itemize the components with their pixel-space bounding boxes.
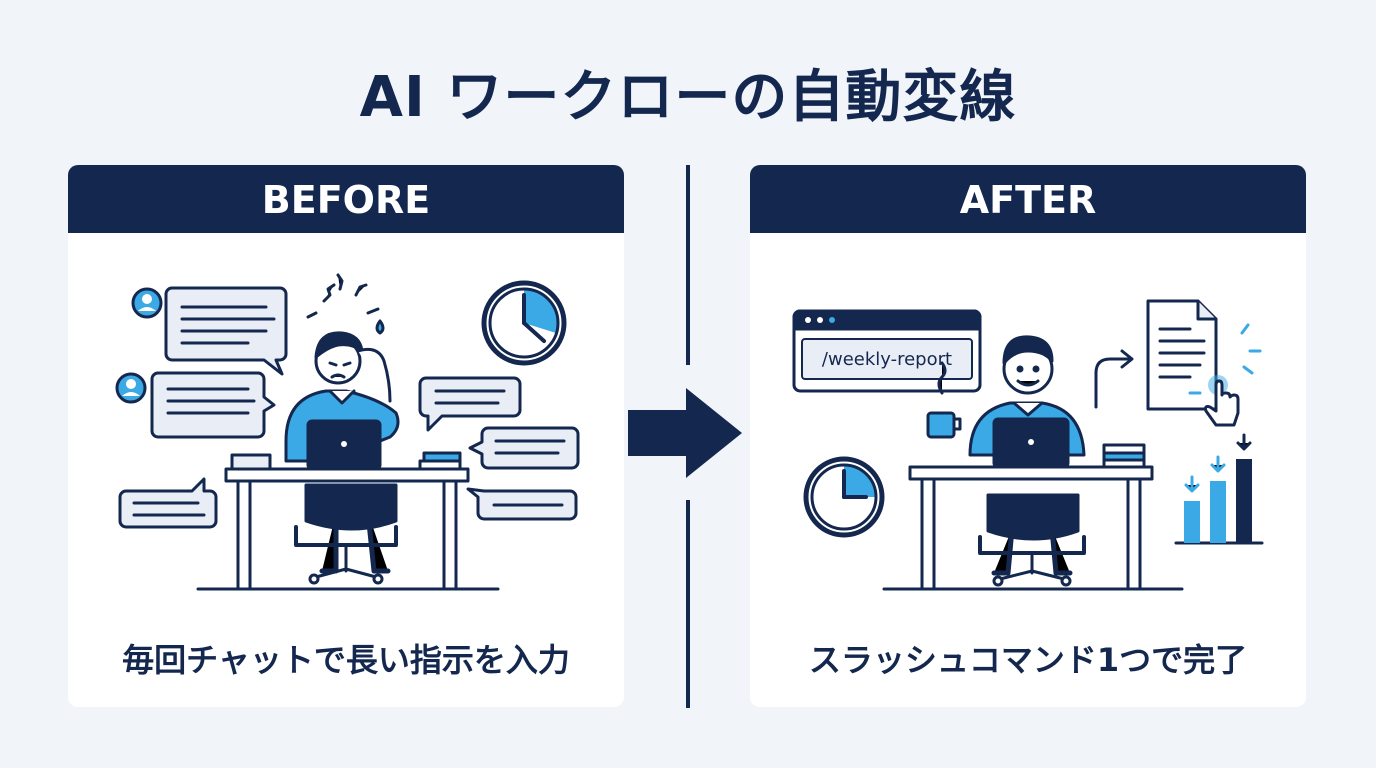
divider-line-bottom <box>686 500 690 708</box>
laptop-icon <box>306 419 382 471</box>
divider-line-top <box>686 165 690 365</box>
before-illustration <box>115 273 580 591</box>
after-caption: スラッシュコマンド1つで完了 <box>808 641 1248 679</box>
terminal-window-icon <box>792 309 982 393</box>
document-icon <box>1146 299 1218 411</box>
laptop-icon <box>992 417 1070 469</box>
right-arrow-icon <box>628 388 742 478</box>
page-title: AI ワークローの自動変線 <box>359 65 1017 130</box>
chat-bubble-icon <box>468 426 580 470</box>
desk-icon <box>196 451 500 591</box>
command-text: /weekly-report <box>822 349 952 370</box>
bar-chart-icon <box>1174 433 1264 545</box>
clock-icon <box>481 280 567 366</box>
clock-icon <box>803 456 885 538</box>
before-header: BEFORE <box>68 165 624 233</box>
before-caption: 毎回チャットで長い指示を入力 <box>122 641 570 679</box>
after-illustration: /weekly-report <box>792 299 1264 591</box>
after-header: AFTER <box>750 165 1306 233</box>
stress-marks-icon <box>306 273 385 335</box>
user-avatar-icon <box>131 287 163 319</box>
click-hand-icon <box>1188 323 1262 427</box>
before-panel: BEFORE <box>68 165 624 707</box>
coffee-cup-icon <box>926 361 962 439</box>
arrow-up-right-icon <box>1094 357 1132 409</box>
after-panel: AFTER <box>750 165 1306 707</box>
desk-icon <box>882 443 1184 591</box>
chat-bubble-icon <box>150 371 276 439</box>
user-avatar-icon <box>115 372 147 404</box>
